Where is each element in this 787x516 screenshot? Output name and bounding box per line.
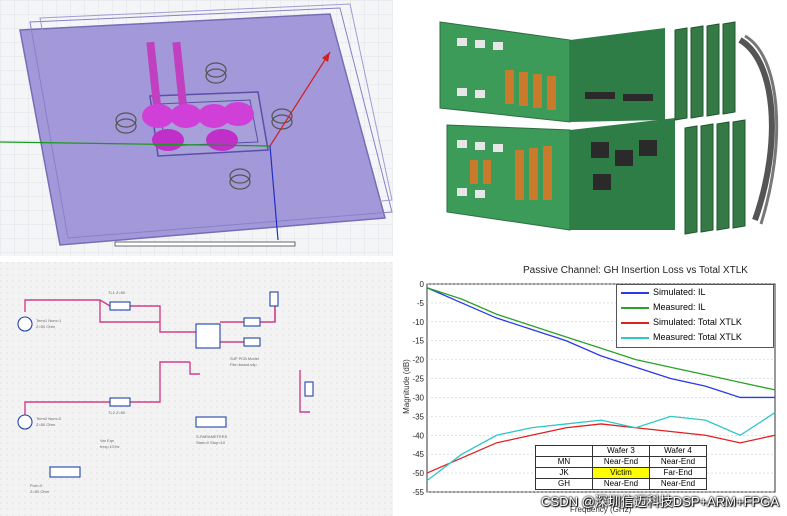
series-line-3: [426, 423, 776, 474]
series-line-4: [426, 412, 776, 482]
y-tick-label: -40: [412, 431, 424, 440]
y-tick-label: -55: [412, 488, 424, 497]
backplane-photo-panel: [395, 0, 787, 256]
svg-text:TL1 Z=50: TL1 Z=50: [108, 290, 126, 295]
legend-item: Simulated: Total XTLK: [617, 315, 773, 330]
y-tick-label: -15: [412, 337, 424, 346]
y-tick-label: -10: [412, 318, 424, 327]
svg-text:Z=50 Ohm: Z=50 Ohm: [30, 489, 50, 494]
y-tick-label: -30: [412, 393, 424, 402]
axis-x: [0, 141, 271, 147]
axis-y: [269, 51, 331, 147]
y-tick-label: -45: [412, 450, 424, 459]
svg-text:File=board.s4p: File=board.s4p: [230, 362, 257, 367]
y-tick-label: -25: [412, 375, 424, 384]
schematic-components: [17, 291, 314, 478]
svg-text:S-PARAMETERS: S-PARAMETERS: [196, 434, 228, 439]
chart-legend: Simulated: IL Measured: IL Simulated: To…: [616, 284, 774, 348]
svg-text:Term2 Num=2: Term2 Num=2: [36, 416, 62, 421]
svg-text:TL2 Z=50: TL2 Z=50: [108, 410, 126, 415]
svg-text:Term1 Num=1: Term1 Num=1: [36, 318, 62, 323]
svg-text:Start=0 Stop=10: Start=0 Stop=10: [196, 440, 226, 445]
svg-text:Port=3: Port=3: [30, 483, 43, 488]
y-tick-label: -35: [412, 412, 424, 421]
y-tick-label: -50: [412, 469, 424, 478]
schematic-drawing: Term1 Num=1Z=50 Ohm Term2 Num=2Z=50 Ohm …: [0, 262, 393, 516]
legend-item: Measured: Total XTLK: [617, 330, 773, 345]
y-axis-label: Magnitude (dB): [401, 359, 411, 414]
legend-item: Simulated: IL: [617, 285, 773, 300]
backplane-drawing: [439, 21, 779, 235]
em-model-panel: [0, 0, 393, 256]
chart-panel: 0 -5 -10 -15 -20 -25 -30 -35 -40 -45 -50 -55 Passiv…: [395, 262, 787, 516]
svg-text:freq=1GHz: freq=1GHz: [100, 444, 119, 449]
watermark: CSDN @深圳信迈科技DSP+ARM+FPGA: [541, 494, 779, 509]
svg-text:S4P PCB Model: S4P PCB Model: [230, 356, 259, 361]
trace-1: [146, 41, 162, 113]
y-tick-label: -5: [417, 299, 425, 308]
trace-2: [172, 41, 188, 113]
em-model-drawing: [0, 0, 393, 256]
x-axis-label: Frequency (GHz): [570, 505, 632, 514]
svg-text:Z=50 Ohm: Z=50 Ohm: [36, 324, 56, 329]
chart-title: Passive Channel: GH Insertion Loss vs To…: [523, 265, 748, 276]
svg-text:Z=50 Ohm: Z=50 Ohm: [36, 422, 56, 427]
y-tick-label: -20: [412, 356, 424, 365]
series-line-2: [426, 287, 776, 391]
via-pad-1: [142, 104, 174, 128]
legend-item: Measured: IL: [617, 300, 773, 315]
svg-text:Var Eqn: Var Eqn: [100, 438, 114, 443]
axis-z: [269, 145, 279, 241]
y-tick-label: 0: [420, 280, 425, 289]
series-line-1: [426, 287, 775, 399]
